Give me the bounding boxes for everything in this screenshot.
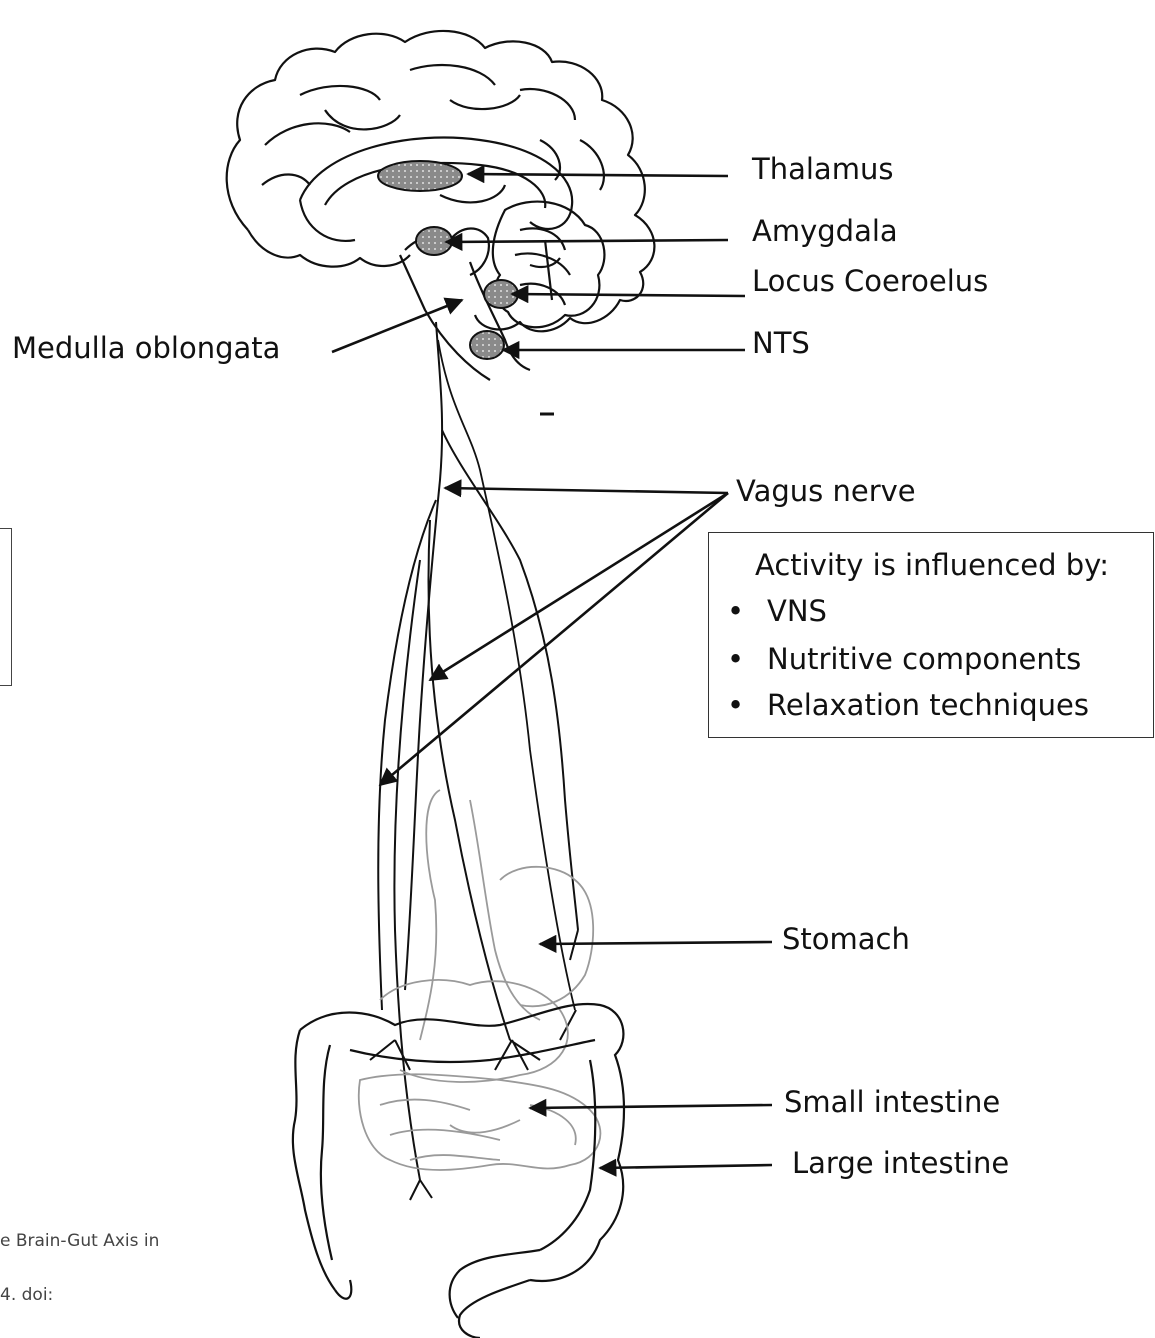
locus-arrow [512,294,745,296]
caption-line-1: e Brain-Gut Axis in [0,1232,159,1250]
label-locus-coeroelus: Locus Coeroelus [752,267,988,296]
bullet-dot: • [727,645,767,674]
label-stomach: Stomach [782,925,910,954]
label-nts: NTS [752,329,810,358]
label-amygdala: Amygdala [752,217,898,246]
influence-item-label: VNS [767,594,827,628]
label-small-intestine: Small intestine [784,1088,1000,1117]
label-vagus-nerve: Vagus nerve [736,477,916,506]
influence-heading: Activity is influenced by: [755,551,1109,580]
influence-item: •VNS [727,597,827,626]
influence-item: •Nutritive components [727,645,1081,674]
influence-box: Activity is influenced by: •VNS •Nutriti… [708,532,1154,738]
thalamus-nucleus [378,161,462,191]
influence-item-label: Relaxation techniques [767,688,1089,722]
bullet-dot: • [727,597,767,626]
medulla-arrow [332,300,462,352]
vagus-fibers [370,322,578,1200]
thalamus-arrow [468,174,728,176]
nts-nucleus [470,331,504,359]
vagus-arrow-1 [445,488,728,493]
large-intestine-arrow [600,1165,772,1168]
caption-line-2: 4. doi: [0,1286,159,1304]
label-medulla-oblongata: Medulla oblongata [12,334,280,363]
cropped-box [0,528,12,686]
label-large-intestine: Large intestine [792,1149,1009,1178]
influence-item-label: Nutritive components [767,642,1081,676]
brain [227,31,655,380]
vagus-arrow-2 [430,493,728,680]
small-intestine-arrow [530,1105,772,1108]
bullet-dot: • [727,691,767,720]
influence-item: •Relaxation techniques [727,691,1089,720]
vagus-arrow-3 [380,493,728,785]
caption: e Brain-Gut Axis in 4. doi: [0,1196,159,1322]
large-intestine [293,1004,624,1338]
label-thalamus: Thalamus [752,155,893,184]
